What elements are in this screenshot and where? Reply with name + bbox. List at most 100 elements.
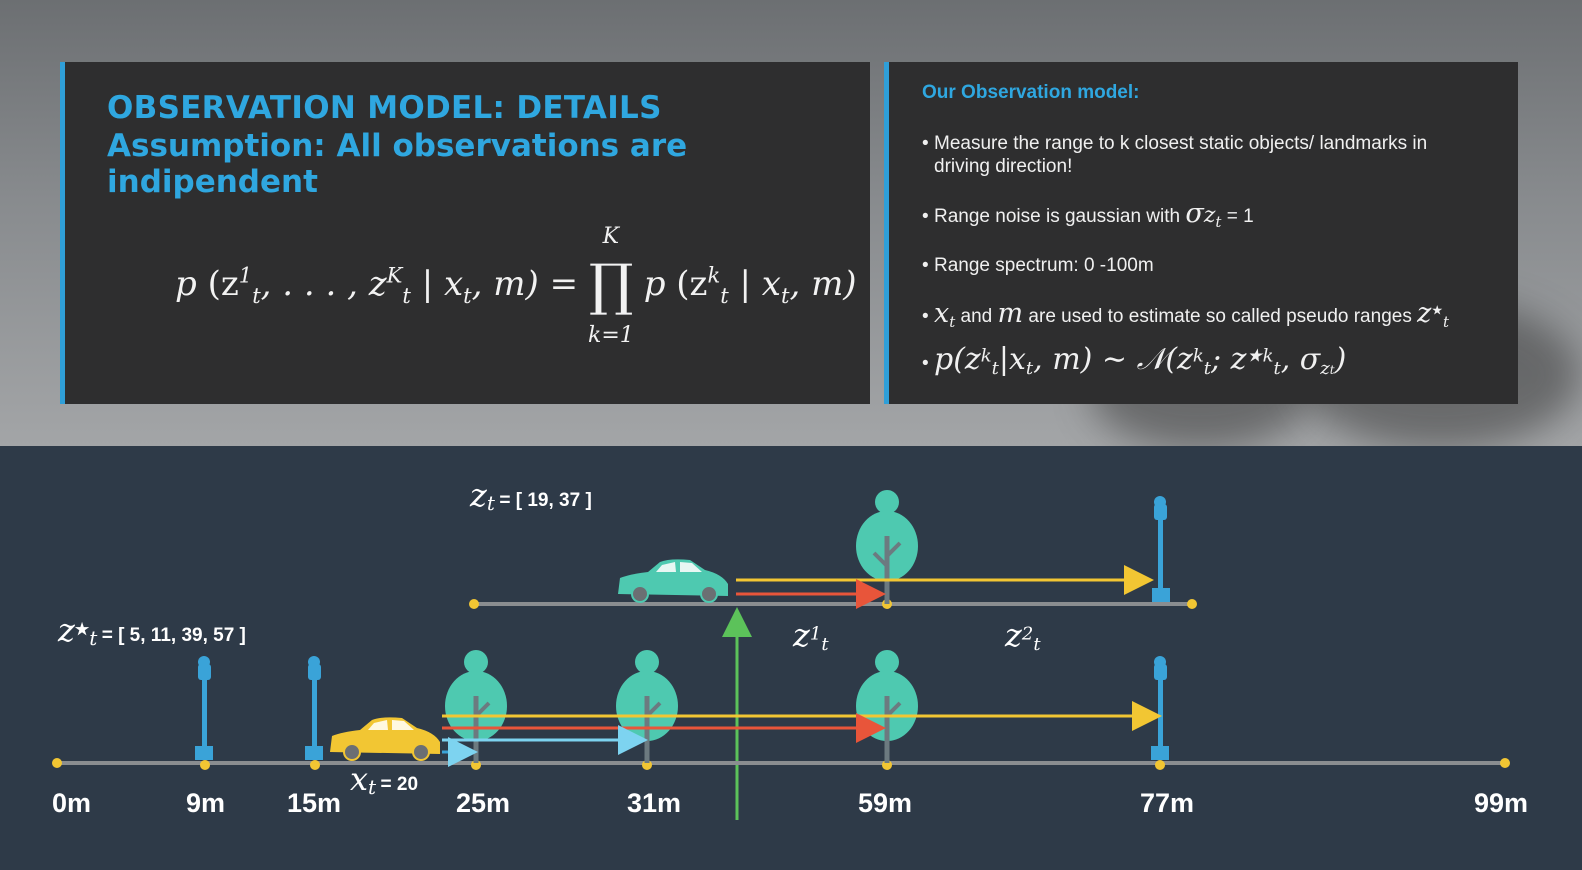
formula-rhs-sub: t <box>720 282 729 308</box>
slide-subheading: Assumption: All observations are indipen… <box>107 128 688 200</box>
observation-model-title: Our Observation model: <box>922 82 1140 103</box>
bullet5-k2: k <box>1192 345 1204 367</box>
zstar-sub: t <box>89 626 98 651</box>
xt-sub: t <box>368 775 377 800</box>
formula-rhs-end: , m) <box>789 264 857 304</box>
formula-lhs-mid: , . . . , z <box>260 264 387 304</box>
range-diagram-graphic <box>52 490 1510 820</box>
formula-rhs-sup: k <box>707 262 721 288</box>
distance-label: 9m <box>186 788 226 818</box>
formula-lhs-args: (z <box>207 264 239 304</box>
bullet4-and: and <box>955 306 998 327</box>
bullet-measure-range: •Measure the range to k closest static o… <box>922 132 1427 178</box>
upper-lamp <box>1152 496 1170 602</box>
range-diagram: zt = [ 19, 37 ] z★t = [ 5, 11, 39, 57 ] … <box>0 446 1582 870</box>
bullet-dot: • <box>922 206 929 227</box>
formula-lhs-sub-x: t <box>463 282 472 308</box>
tree-31m <box>616 650 678 763</box>
zt-value: = [ 19, 37 ] <box>499 490 592 511</box>
bullet-dot: • <box>922 133 929 154</box>
product-symbol: ∏ <box>588 253 634 318</box>
bullet5-formula-start: p(z <box>934 342 981 377</box>
formula-lhs-p: p <box>175 264 197 304</box>
xt-symbol: x <box>350 760 369 798</box>
distance-label: 15m <box>287 788 342 818</box>
formula-rhs-p: p <box>643 264 666 304</box>
z2-label: z2t <box>1005 616 1041 654</box>
bullet-dot: • <box>922 306 929 327</box>
bullet5-close: ) <box>1334 342 1347 377</box>
lower-road-marker <box>1500 758 1510 768</box>
z1-symbol: z <box>793 616 810 654</box>
bullet2-value: = 1 <box>1221 206 1254 227</box>
bullet5-t2: t <box>1203 357 1211 379</box>
bullet5-z: z <box>1320 357 1330 379</box>
bullet2-text: Range noise is gaussian with <box>934 206 1186 227</box>
joint-probability-formula: p (z1t, . . . , zKt | xt, m) = K ∏ k=1 p… <box>175 224 857 348</box>
formula-rhs-given: | x <box>728 264 781 304</box>
bullet-pseudo-ranges: •xt and m are used to estimate so called… <box>922 300 1450 331</box>
bullet5-t3: t <box>1273 357 1281 379</box>
left-slide-panel: OBSERVATION MODEL: DETAILS Assumption: A… <box>60 62 870 404</box>
distance-label: 99m <box>1474 788 1529 818</box>
formula-lhs-subK: t <box>402 282 411 308</box>
lower-road-marker <box>52 758 62 768</box>
z1-sub: t <box>821 634 829 656</box>
product-operator: K ∏ k=1 <box>588 224 634 348</box>
bullet5-xt: t <box>1025 357 1034 379</box>
bullet2-sigma: σ <box>1185 198 1204 229</box>
bullet-likelihood: •p(zkt|xt, m) ∼ 𝒩(zkt; z★kt, σzt) <box>922 345 1346 378</box>
distance-label: 0m <box>52 788 92 818</box>
z2-sub: t <box>1033 634 1041 656</box>
bullet1-line2: driving direction! <box>934 156 1073 177</box>
formula-lhs-given: | x <box>410 264 464 304</box>
bullet5-m: , m) ∼ 𝒩(z <box>1033 342 1193 377</box>
bullet4-z: z <box>1417 298 1432 329</box>
upper-tree <box>856 490 918 604</box>
formula-lhs-end: , m) = <box>471 264 579 304</box>
bullet1-line1: Measure the range to k closest static ob… <box>934 133 1428 154</box>
bullet4-t: t <box>949 312 956 331</box>
bullet-range-noise: •Range noise is gaussian with σzt = 1 <box>922 200 1254 229</box>
bullet4-rest: are used to estimate so called pseudo ra… <box>1023 306 1418 327</box>
formula-lhs-sup1: 1 <box>238 262 253 288</box>
teal-car <box>618 559 728 603</box>
zt-label: zt = [ 19, 37 ] <box>470 476 592 514</box>
z2-sup: 2 <box>1021 623 1034 645</box>
slide-heading: OBSERVATION MODEL: DETAILS <box>107 90 662 126</box>
upper-road-marker <box>1187 599 1197 609</box>
xt-label: xt = 20 <box>350 760 418 798</box>
formula-rhs-args: (z <box>676 264 708 304</box>
distance-label: 31m <box>627 788 682 818</box>
bullet4-m: m <box>997 298 1024 329</box>
lower-road-marker <box>310 760 320 770</box>
lamp-77m <box>1151 656 1169 760</box>
bullet4-zt: t <box>1443 312 1450 331</box>
z1-label: z1t <box>793 616 829 654</box>
right-slide-panel: Our Observation model: •Measure the rang… <box>884 62 1518 404</box>
product-upper-limit: K <box>602 224 620 249</box>
bullet5-t: t <box>991 357 999 379</box>
formula-lhs-sub1: t <box>252 282 261 308</box>
distance-label: 25m <box>456 788 511 818</box>
formula-rhs-sub-x: t <box>780 282 790 308</box>
product-lower-limit: k=1 <box>587 323 634 348</box>
lower-road-marker <box>200 760 210 770</box>
bullet5-k: k <box>980 345 992 367</box>
lamp-15m <box>305 656 323 760</box>
zstar-sup: ★ <box>74 621 90 639</box>
zt-sub: t <box>486 491 495 516</box>
distance-label: 77m <box>1140 788 1195 818</box>
bullet4-star: ★ <box>1431 302 1443 318</box>
tree-25m <box>445 650 507 763</box>
yellow-car <box>330 717 440 761</box>
z2-symbol: z <box>1005 616 1022 654</box>
distance-label: 59m <box>858 788 913 818</box>
xt-value: = 20 <box>380 774 419 795</box>
bullet5-sigma: , σ <box>1280 342 1321 377</box>
bullet4-x: x <box>934 298 950 329</box>
bullet-dot: • <box>922 255 929 276</box>
lamp-9m <box>195 656 213 760</box>
z1-sup: 1 <box>809 623 822 645</box>
lower-road-marker <box>1155 760 1165 770</box>
